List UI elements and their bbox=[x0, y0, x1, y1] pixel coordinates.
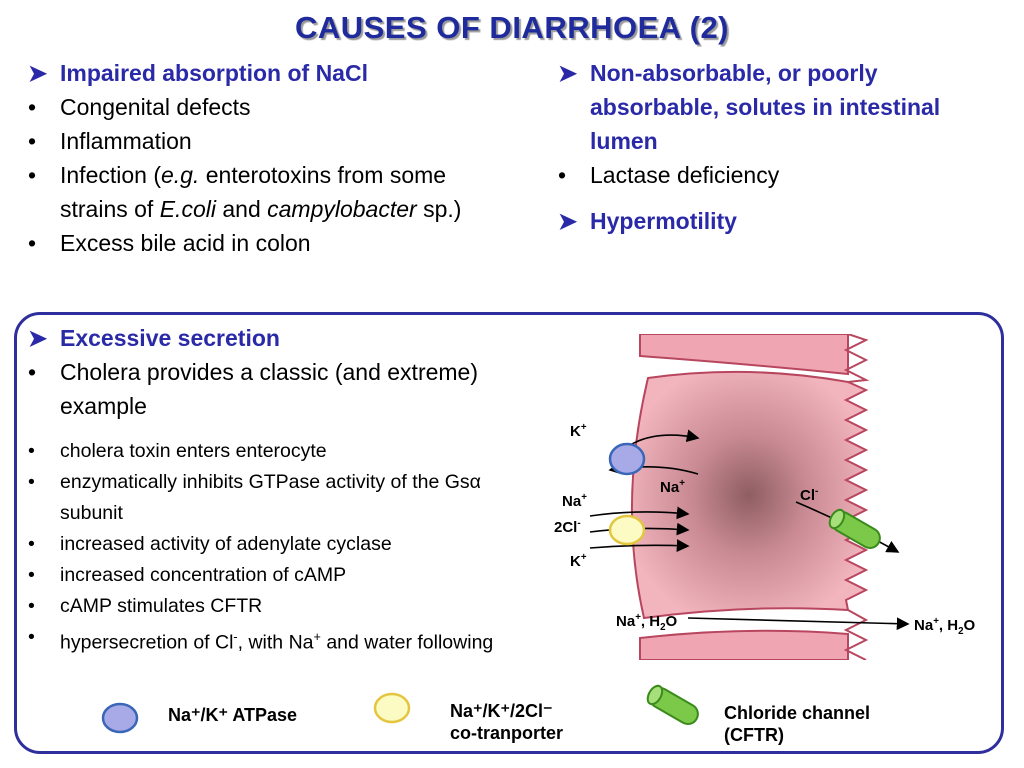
na-influx-arrow bbox=[589, 506, 690, 520]
list-item: ➤ Hypermotility bbox=[552, 204, 992, 238]
list-item: •Infection (e.g. enterotoxins from some … bbox=[22, 158, 480, 226]
list-item: •enzymatically inhibits GTPase activity … bbox=[22, 467, 530, 529]
bullet-dot-icon: • bbox=[28, 94, 37, 120]
label-na-h2o-left: Na+, H2O bbox=[616, 612, 678, 633]
bullet-dot-icon: • bbox=[28, 595, 35, 617]
arrow-bullet-icon: ➤ bbox=[558, 208, 578, 234]
label-cl: Cl- bbox=[800, 486, 819, 504]
neighbor-cell-top bbox=[639, 333, 849, 376]
secretion-list: ➤ Excessive secretion •Cholera provides a… bbox=[22, 321, 522, 423]
label-k-top: K+ bbox=[570, 422, 587, 440]
microvilli bbox=[843, 333, 870, 661]
legend-cftr: Chloride channel (CFTR) bbox=[724, 703, 871, 745]
enterocyte-svg bbox=[589, 333, 910, 661]
label-k-bottom: K+ bbox=[570, 552, 587, 570]
list-item: •Excess bile acid in colon bbox=[22, 226, 522, 260]
section-heading: Non-absorbable, or poorly absorbable, so… bbox=[590, 60, 941, 154]
cotransporter-icon bbox=[608, 514, 646, 546]
cotransporter-legend-icon bbox=[373, 692, 411, 724]
cftr-channel-icon bbox=[828, 508, 881, 549]
list-item: •increased concentration of cAMP bbox=[22, 560, 532, 591]
bullet-dot-icon: • bbox=[28, 230, 37, 256]
arrow-bullet-icon: ➤ bbox=[28, 325, 48, 351]
atpase-legend-icon bbox=[101, 702, 139, 734]
bullet-dot-icon: • bbox=[28, 471, 35, 493]
list-item: •Inflammation bbox=[22, 124, 522, 158]
label-na-h2o-right: Na+, H2O bbox=[914, 616, 976, 637]
bullet-dot-icon: • bbox=[28, 533, 35, 555]
label-na-right: Na+ bbox=[660, 478, 685, 496]
list-item: ➤ Excessive secretion bbox=[22, 321, 522, 355]
arrow-bullet-icon: ➤ bbox=[558, 60, 578, 86]
cftr-legend-icon bbox=[646, 684, 699, 725]
atpase-icon bbox=[608, 442, 646, 476]
arrow-bullet-icon: ➤ bbox=[28, 60, 48, 86]
page-title: CAUSES OF DIARRHOEA (2) bbox=[294, 10, 730, 45]
k-influx-arrow-2 bbox=[589, 539, 690, 552]
list-item: ➤ Non-absorbable, or poorly absorbable, s… bbox=[552, 56, 992, 158]
section-heading: Excessive secretion bbox=[60, 325, 280, 351]
bullet-dot-icon: • bbox=[28, 359, 37, 385]
list-item: ➤ Impaired absorption of NaCl bbox=[22, 56, 522, 90]
bullet-dot-icon: • bbox=[28, 440, 35, 462]
bullet-dot-icon: • bbox=[28, 128, 37, 154]
bullet-dot-icon: • bbox=[558, 162, 567, 188]
bullet-dot-icon: • bbox=[28, 564, 35, 586]
section-heading: Hypermotility bbox=[590, 208, 737, 234]
k-influx-arrow bbox=[631, 429, 700, 445]
list-item: •hypersecretion of Cl-, with Na+ and wat… bbox=[22, 622, 540, 659]
neighbor-cell-bottom bbox=[639, 629, 849, 661]
label-2cl: 2Cl- bbox=[554, 518, 581, 536]
bullet-dot-icon: • bbox=[28, 626, 35, 648]
list-item: •increased activity of adenylate cyclase bbox=[22, 529, 532, 560]
cholera-mechanism-list: •cholera toxin enters enterocyte •enzyma… bbox=[22, 436, 532, 659]
bullet-dot-icon: • bbox=[28, 162, 37, 188]
section-heading: Impaired absorption of NaCl bbox=[60, 60, 368, 86]
legend-cotransporter: Na⁺/K⁺/2Cl⁻ co-tranporter bbox=[450, 701, 564, 743]
list-item: •Cholera provides a classic (and extreme… bbox=[22, 355, 500, 423]
list-item: •Congenital defects bbox=[22, 90, 522, 124]
secretion-box bbox=[14, 312, 1004, 754]
list-item: •cAMP stimulates CFTR bbox=[22, 591, 532, 622]
absorption-list: ➤ Impaired absorption of NaCl •Congenital… bbox=[22, 56, 522, 260]
label-na-left: Na+ bbox=[562, 492, 587, 510]
legend-atpase: Na⁺/K⁺ ATPase bbox=[168, 705, 298, 725]
solutes-list: ➤ Non-absorbable, or poorly absorbable, s… bbox=[552, 56, 992, 238]
list-item: •Lactase deficiency bbox=[552, 158, 992, 192]
list-item: •cholera toxin enters enterocyte bbox=[22, 436, 532, 467]
paracellular-arrow bbox=[687, 617, 910, 631]
enterocyte-diagram: K+ Na+ Na+ 2Cl- K+ Cl- Na+, H2O Na+, H2O bbox=[548, 333, 1000, 661]
